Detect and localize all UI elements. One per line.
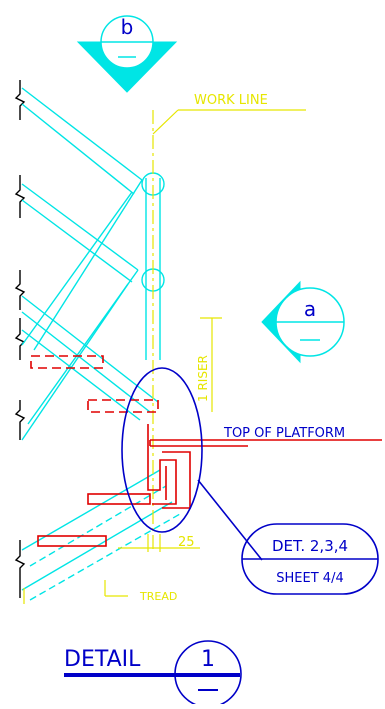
detail-number: 1: [201, 647, 215, 672]
tread-dimension: TREAD: [23, 580, 177, 604]
section-letter-a: a: [304, 297, 316, 321]
channel-section: [147, 424, 177, 505]
riser-label: 1 RISER: [196, 355, 210, 402]
break-line-5: [14, 400, 26, 440]
break-line-6: [14, 540, 26, 598]
callout-leader: [197, 479, 263, 561]
work-line-label: WORK LINE: [194, 93, 268, 108]
break-line-4: [14, 318, 26, 360]
work-line-group: WORK LINE: [152, 93, 306, 550]
hidden-angle-1: [30, 355, 104, 369]
detail-ellipse: [121, 367, 203, 533]
channel-flange: [162, 451, 191, 509]
break-line-1: [14, 80, 26, 120]
work-line-leader: [152, 109, 179, 135]
bracing-members: [21, 87, 181, 601]
hidden-angle-2: [87, 399, 159, 413]
gap-dimension: 25: [118, 534, 200, 552]
steel-members: [30, 355, 382, 547]
riser-dimension: 1 RISER: [196, 317, 222, 412]
section-marker-a: a: [261, 280, 345, 364]
section-marker-b: b: [76, 15, 178, 93]
break-line-2: [14, 175, 26, 218]
break-line-3: [14, 270, 26, 310]
tread-label: TREAD: [139, 590, 177, 603]
section-letter-b: b: [121, 15, 134, 39]
detail-callout: DET. 2,3,4 SHEET 4/4: [121, 367, 379, 595]
dimension-label: 25: [178, 535, 195, 550]
tread-angle: [87, 493, 151, 505]
lower-angle: [37, 535, 107, 547]
break-lines: [14, 80, 26, 598]
sheet-ref-text: SHEET 4/4: [276, 571, 343, 586]
top-of-platform-label: TOP OF PLATFORM: [223, 426, 345, 441]
detail-title-label: DETAIL: [64, 647, 141, 672]
detail-ref-text: DET. 2,3,4: [272, 537, 348, 555]
detail-title: DETAIL 1: [64, 640, 242, 708]
